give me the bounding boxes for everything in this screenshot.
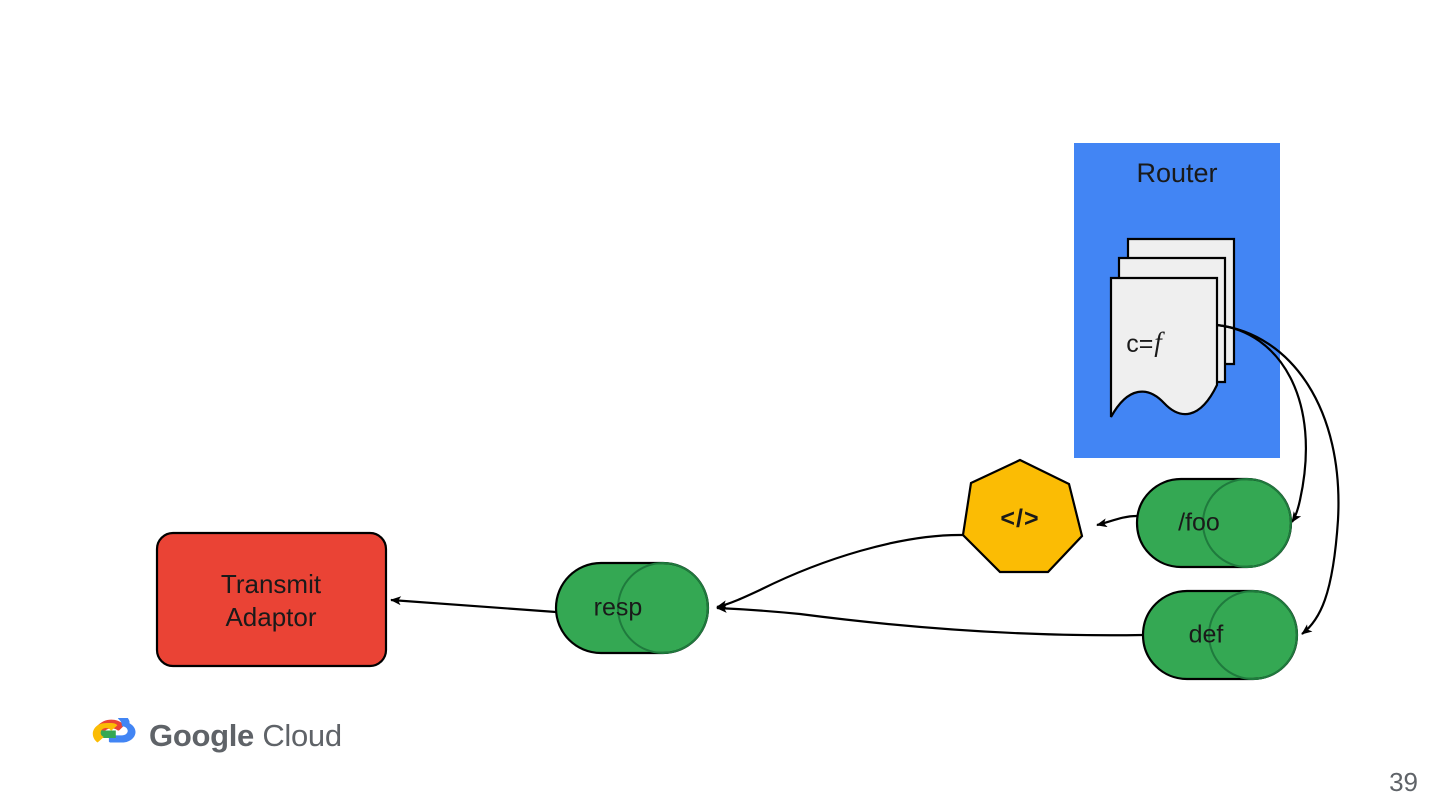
edge-code-to-resp	[716, 533, 964, 610]
foo-cylinder-cap	[1202, 478, 1292, 568]
edge-resp-to-transmit-adaptor	[390, 596, 557, 614]
edge-def-to-resp	[716, 603, 1144, 637]
config-label-text: c=	[1126, 330, 1153, 358]
edge-config-to-foo	[1216, 323, 1308, 523]
edge-config-to-def	[1216, 323, 1340, 635]
config-label: c=f	[1126, 327, 1165, 357]
foo-label: /foo	[1178, 509, 1220, 537]
transmit-adaptor-shape	[155, 531, 388, 668]
wordmark-google: Google	[149, 718, 254, 753]
transmit-adaptor-label-line-2: Adaptor	[225, 602, 316, 632]
google-cloud-wordmark: Google Cloud	[149, 718, 342, 754]
resp-cylinder-cap	[617, 562, 709, 654]
transmit-adaptor-box[interactable]: Transmit Adaptor	[155, 531, 388, 668]
code-heptagon[interactable]: </>	[961, 458, 1084, 574]
code-heptagon-shape	[961, 458, 1084, 574]
document-sheet-front	[1109, 276, 1219, 418]
edge-foo-to-code	[1096, 514, 1138, 528]
google-cloud-mark-icon	[92, 718, 136, 743]
config-document-stack[interactable]: c=f	[1109, 237, 1236, 418]
config-label-italic: f	[1154, 327, 1165, 357]
google-cloud-logo: Google Cloud	[92, 718, 342, 754]
router-label: Router	[1136, 158, 1217, 188]
resp-cylinder[interactable]: resp	[554, 561, 710, 655]
code-label: </>	[1000, 505, 1039, 533]
transmit-adaptor-label-line-1: Transmit	[221, 569, 322, 599]
foo-cylinder[interactable]: /foo	[1135, 477, 1293, 569]
resp-label: resp	[594, 594, 643, 622]
wordmark-cloud: Cloud	[262, 718, 342, 753]
def-cylinder[interactable]: def	[1141, 589, 1299, 681]
page-number: 39	[1389, 767, 1418, 797]
def-label: def	[1189, 621, 1224, 649]
def-cylinder-cap	[1208, 590, 1298, 680]
